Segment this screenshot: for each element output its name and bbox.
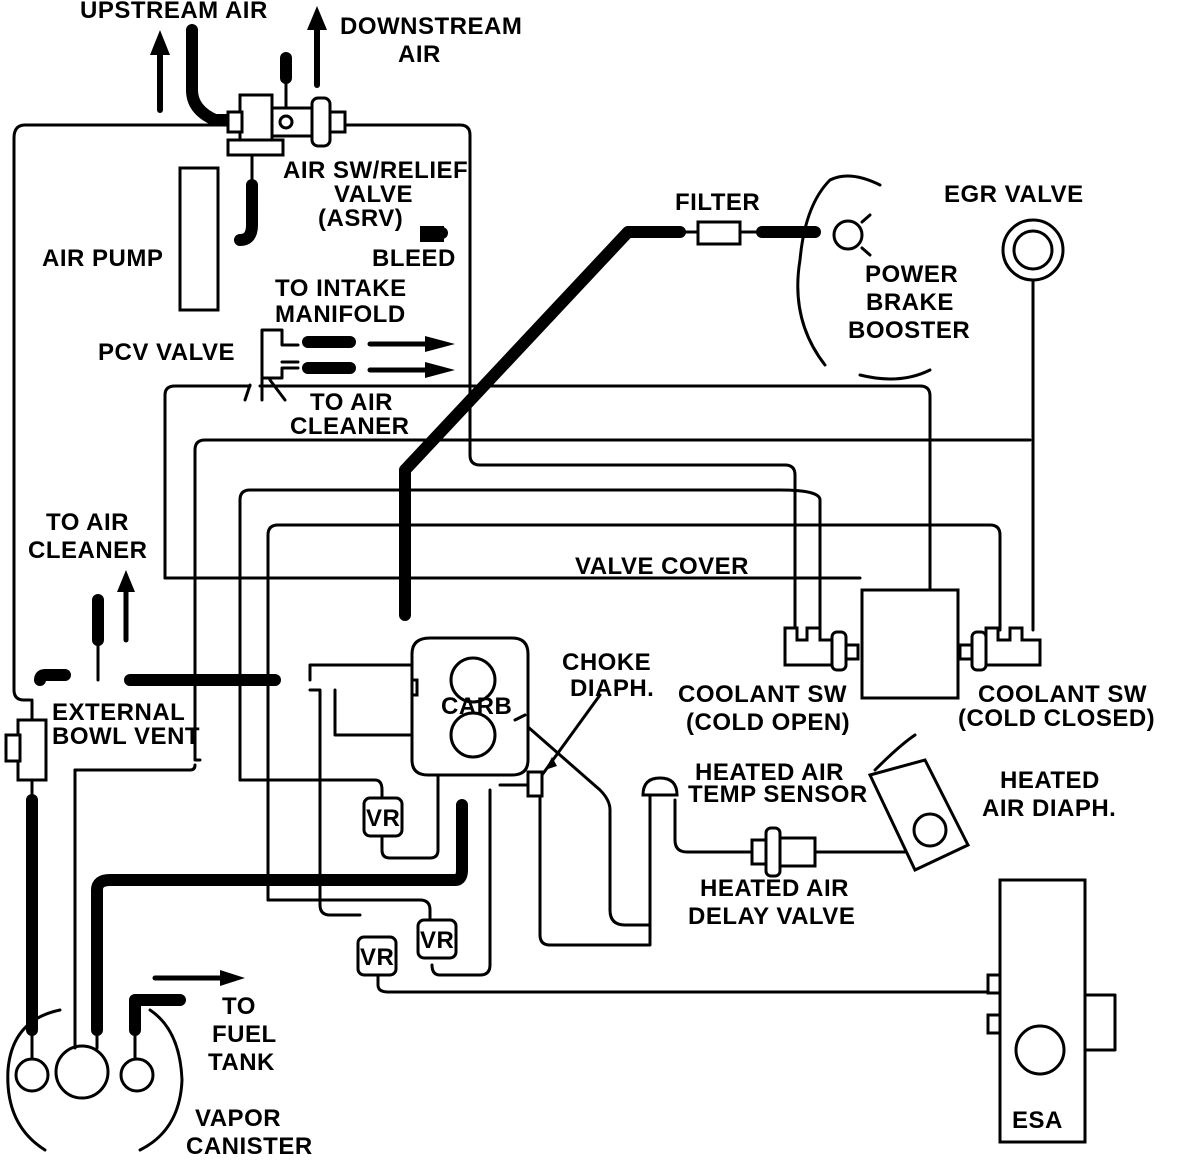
label-egr-valve: EGR VALVE: [944, 181, 1084, 208]
label-upstream-air: UPSTREAM AIR: [80, 0, 268, 24]
esa-module: [986, 878, 1087, 1144]
label-to-air-cleaner-left-2: CLEANER: [28, 537, 148, 564]
label-vr-lower-left: VR: [360, 944, 394, 971]
label-valve-cover: VALVE COVER: [575, 553, 749, 580]
label-coolant-closed: COOLANT SW: [978, 681, 1147, 708]
label-to-fuel-2: FUEL: [212, 1021, 277, 1048]
label-coolant-open-2: (COLD OPEN): [686, 709, 850, 736]
egr-valve: [1001, 218, 1065, 282]
label-coolant-open: COOLANT SW: [678, 681, 847, 708]
label-asrv: AIR SW/RELIEF: [283, 157, 468, 184]
label-to-air-cleaner-left: TO AIR: [46, 509, 129, 536]
coolant-switch-cold-closed: [958, 626, 1042, 672]
label-heated-delay-2: DELAY VALVE: [688, 903, 855, 930]
external-bowl-vent: [4, 698, 48, 802]
flow-arrows: [117, 6, 455, 986]
label-power-brake-3: BOOSTER: [848, 317, 970, 344]
labels: UPSTREAM AIR DOWNSTREAM AIR AIR SW/RELIE…: [28, 0, 1155, 1160]
vr-valve-lower-right: [416, 918, 458, 960]
pcv-valve: [243, 328, 300, 402]
label-to-intake-2: MANIFOLD: [275, 301, 406, 328]
label-heated-diaph-2: AIR DIAPH.: [982, 795, 1116, 822]
power-brake-booster: [796, 174, 932, 381]
coolant-switch-cold-open: [783, 626, 860, 672]
label-external-2: BOWL VENT: [52, 723, 200, 750]
label-air-pump: AIR PUMP: [42, 245, 163, 272]
heated-air-diaphragm: [867, 733, 971, 872]
vapor-canister: [6, 1008, 184, 1152]
bleed-fitting: [420, 226, 444, 242]
label-filter: FILTER: [675, 189, 760, 216]
carburetor: [410, 636, 530, 777]
label-downstream-air: DOWNSTREAM: [340, 13, 522, 40]
label-heated-sensor-2: TEMP SENSOR: [688, 781, 868, 808]
filter: [678, 220, 764, 246]
vr-valve-lower-left: [356, 935, 398, 977]
label-bleed: BLEED: [372, 245, 456, 272]
label-heated-delay: HEATED AIR: [700, 875, 849, 902]
label-to-air-cleaner-top: TO AIR: [310, 389, 393, 416]
label-pcv-valve: PCV VALVE: [98, 339, 235, 366]
label-downstream-air-2: AIR: [398, 41, 441, 68]
air-switch-relief-valve: [226, 76, 347, 187]
engine-block: [860, 588, 960, 700]
heated-air-delay-valve: [750, 826, 817, 878]
choke-diaphragm: [498, 693, 602, 798]
label-power-brake: POWER: [865, 261, 958, 288]
label-asrv-2: VALVE: [334, 181, 413, 208]
air-pump: [178, 166, 220, 312]
label-external: EXTERNAL: [52, 699, 185, 726]
label-to-fuel: TO: [222, 993, 256, 1020]
label-asrv-3: (ASRV): [318, 205, 403, 232]
label-vapor-2: CANISTER: [186, 1133, 313, 1160]
label-choke: CHOKE: [562, 649, 651, 676]
label-vr-upper: VR: [366, 805, 400, 832]
vr-valve-upper: [362, 796, 404, 838]
label-to-intake: TO INTAKE: [275, 275, 407, 302]
label-to-fuel-3: TANK: [208, 1049, 275, 1076]
label-choke-2: DIAPH.: [570, 675, 654, 702]
label-vr-lower-right: VR: [420, 927, 454, 954]
label-carb: CARB: [441, 693, 512, 720]
label-coolant-closed-2: (COLD CLOSED): [958, 705, 1155, 732]
label-to-air-cleaner-top-2: CLEANER: [290, 413, 410, 440]
label-vapor: VAPOR: [195, 1105, 281, 1132]
heated-air-temp-sensor: [641, 776, 679, 797]
label-esa: ESA: [1012, 1107, 1063, 1134]
thick-hoses: [26, 24, 821, 1036]
label-power-brake-2: BRAKE: [866, 289, 954, 316]
label-heated-diaph: HEATED: [1000, 767, 1100, 794]
label-heated-sensor: HEATED AIR: [695, 759, 844, 786]
